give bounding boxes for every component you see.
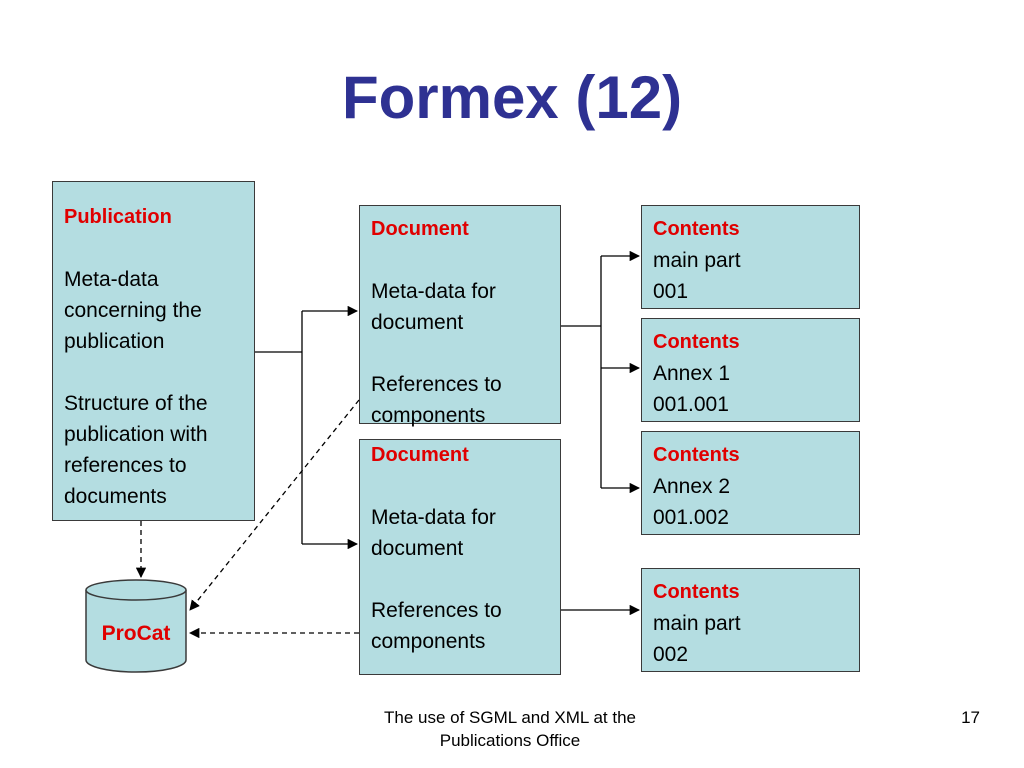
procat-label: ProCat [101, 622, 171, 645]
contents-id: 001.001 [653, 393, 729, 416]
procat-database-icon [85, 579, 187, 673]
contents-line: main part [653, 249, 741, 272]
publication-structure-line: documents [64, 485, 167, 508]
document-box-2: Document Meta-data for document Referenc… [359, 439, 561, 675]
contents-box-1: Contents main part 001 [641, 205, 860, 309]
publication-structure-line: references to [64, 454, 187, 477]
contents-line: Annex 1 [653, 362, 731, 385]
document-heading: Document [371, 444, 469, 466]
contents-id: 001 [653, 280, 689, 303]
footer-text: The use of SGML and XML at the Publicati… [330, 706, 690, 752]
publication-structure-line: publication with [64, 423, 208, 446]
publication-meta-line: concerning the [64, 299, 202, 322]
contents-box-2: Contents Annex 1 001.001 [641, 318, 860, 422]
contents-line: main part [653, 612, 741, 635]
contents-box-4: Contents main part 002 [641, 568, 860, 672]
document-meta-line: Meta-data for [371, 506, 496, 529]
contents-heading: Contents [653, 444, 740, 466]
document-box-1: Document Meta-data for document Referenc… [359, 205, 561, 427]
footer-line: The use of SGML and XML at the [384, 708, 636, 727]
footer-line: Publications Office [439, 731, 581, 750]
contents-line: Annex 2 [653, 475, 731, 498]
document-ref-line: References to [371, 373, 502, 396]
document-ref-line: References to [371, 599, 502, 622]
publication-heading: Publication [64, 206, 172, 228]
slide-title: Formex (12) [341, 64, 683, 131]
contents-id: 002 [653, 643, 689, 666]
contents-heading: Contents [653, 218, 740, 240]
contents-heading: Contents [653, 581, 740, 603]
dashed-document-1-to-procat [189, 399, 360, 611]
contents-heading: Contents [653, 331, 740, 353]
document-meta-line: document [371, 537, 464, 560]
contents-box-3: Contents Annex 2 001.002 [641, 431, 860, 535]
publication-meta-line: publication [64, 330, 165, 353]
document-meta-line: document [371, 311, 464, 334]
page-number: 17 [961, 708, 980, 727]
publication-meta-line: Meta-data [64, 268, 159, 291]
document-ref-line: components [371, 630, 486, 653]
document-meta-line: Meta-data for [371, 280, 496, 303]
document-heading: Document [371, 218, 469, 240]
contents-id: 001.002 [653, 506, 729, 529]
publication-box: Publication Meta-data concerning the pub… [52, 181, 255, 521]
document-ref-line: components [371, 404, 486, 427]
publication-structure-line: Structure of the [64, 392, 208, 415]
